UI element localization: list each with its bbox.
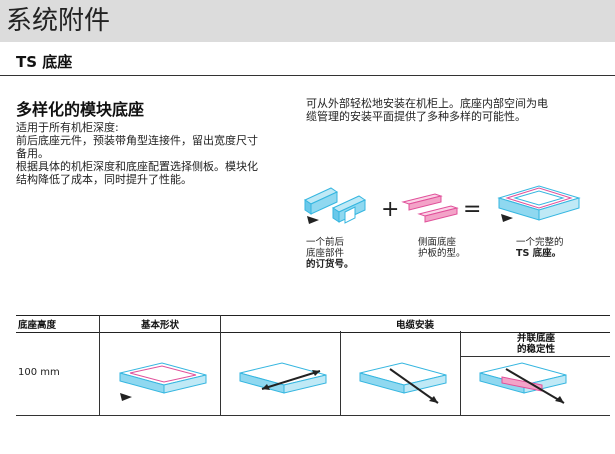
page-header: 系统附件 xyxy=(0,0,615,42)
caption-bold: TS 底座。 xyxy=(516,248,562,259)
intro-left-line: 结构降低了成本，同时提升了性能。 xyxy=(16,173,192,186)
equals-sign: = xyxy=(463,197,481,222)
row-label-height: 100 mm xyxy=(18,367,60,378)
assembly-figure: + = xyxy=(303,185,581,224)
caption-line: 护板的型。 xyxy=(418,248,466,259)
intro-left-line: 备用。 xyxy=(16,147,49,160)
sub-header-line: 的稳定性 xyxy=(516,344,555,355)
intro-right-text: 可从外部轻松地安装在机柜上。底座内部空间为电 缆管理的安装平面提供了多种多样的可… xyxy=(306,97,548,123)
intro-right-line: 可从外部轻松地安装在机柜上。底座内部空间为电 xyxy=(306,97,548,110)
caption-line: 的订货号。 xyxy=(306,259,354,270)
basic-shape-illustration xyxy=(119,362,207,401)
intro-left-line: 前后底座元件，预装带角型连接件，留出宽度尺寸 xyxy=(16,134,258,147)
divider xyxy=(220,315,221,415)
side-panels-icon xyxy=(401,193,459,223)
cable-entry-sides-illustration xyxy=(239,362,327,394)
divider xyxy=(461,356,610,357)
section-title: TS 底座 xyxy=(16,53,73,71)
caption-side-panels: 侧面底座 护板的型。 xyxy=(418,237,466,259)
complete-base-icon xyxy=(497,185,581,222)
divider xyxy=(340,331,341,415)
intro-left-line: 根据具体的机柜深度和底座配置选择侧板。模块化 xyxy=(16,160,258,173)
base-parts-icon xyxy=(303,187,367,224)
table-header-row: 底座高度 基本形状 电缆安装 xyxy=(16,315,610,333)
intro-left-text: 适用于所有机柜深度: 前后底座元件，预装带角型连接件，留出宽度尺寸 备用。 根据… xyxy=(16,121,258,186)
sub-header-line: 并联底座 xyxy=(516,333,555,344)
section-header: TS 底座 xyxy=(0,45,615,76)
header-basic-shape: 基本形状 xyxy=(140,320,179,331)
caption-complete-base: 一个完整的 TS 底座。 xyxy=(516,237,564,259)
caption-bold: 的订货号。 xyxy=(306,259,354,270)
parallel-stability-illustration xyxy=(479,362,567,404)
table-bottom-border xyxy=(16,415,610,416)
intro-right-line: 缆管理的安装平面提供了多种多样的可能性。 xyxy=(306,110,526,123)
caption-base-parts: 一个前后 底座部件 的订货号。 xyxy=(306,237,354,270)
caption-line: 底座部件 xyxy=(306,248,345,259)
intro-left-line: 适用于所有机柜深度: xyxy=(16,121,119,134)
header-base-height: 底座高度 xyxy=(18,320,57,331)
divider xyxy=(99,315,100,415)
header-parallel-stability: 并联底座 的稳定性 xyxy=(466,333,606,355)
divider xyxy=(460,331,461,415)
header-cable-entry: 电缆安装 xyxy=(395,320,434,331)
cable-entry-front-illustration xyxy=(359,362,447,404)
plus-sign: + xyxy=(381,197,399,222)
page-title: 系统附件 xyxy=(6,6,111,36)
caption-line: TS 底座。 xyxy=(516,248,564,259)
caption-line: 一个前后 xyxy=(306,237,345,248)
intro-heading: 多样化的模块底座 xyxy=(16,100,145,119)
caption-line: 一个完整的 xyxy=(516,237,564,248)
caption-line: 侧面底座 xyxy=(418,237,457,248)
